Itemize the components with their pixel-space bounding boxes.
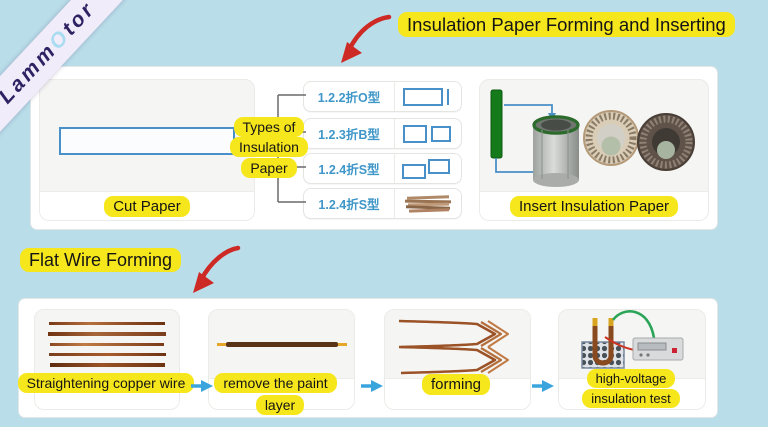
type-row-fold-o: 1.2.2折O型 [303, 81, 462, 112]
insert-insulation-paper-image [480, 80, 708, 191]
flow-arrow-3-icon [532, 380, 554, 392]
flow-arrow-2-icon [361, 380, 383, 392]
flow-arrow-1-icon [191, 380, 213, 392]
copper-wire-shape [49, 362, 165, 367]
red-test-lead-shape [604, 336, 635, 351]
step1-caption: Straightening copper wire [11, 373, 201, 395]
fold-s-type-icon [395, 154, 461, 183]
folded-paper-stack-image [395, 189, 461, 218]
green-test-lead-shape [611, 310, 656, 339]
paper-sheet-shape [59, 126, 235, 155]
bare-tip-shape [337, 342, 347, 346]
type-row-paper-stack: 1.2.4折S型 [303, 188, 462, 219]
type-row-label: 1.2.4折S型 [304, 189, 395, 218]
copper-wire-shape [48, 352, 166, 356]
cut-paper-caption-strip: Cut Paper [40, 191, 254, 220]
type-row-fold-b: 1.2.3折B型 [303, 118, 462, 149]
copper-wire-shape [49, 321, 165, 325]
step4-caption: high-voltage insulation test [566, 369, 696, 409]
insert-caption-strip: Insert Insulation Paper [480, 191, 708, 220]
straightened-wires-image [35, 310, 179, 378]
insert-caption: Insert Insulation Paper [509, 195, 679, 217]
type-row-label: 1.2.4折S型 [304, 154, 395, 183]
fold-b-type-icon [395, 119, 461, 148]
insulation-strip-shape [490, 89, 503, 159]
red-arrow-section2-icon [193, 245, 241, 293]
straightening-card [34, 309, 180, 410]
stripped-wire-shape [216, 341, 347, 347]
test-setup-image [559, 310, 705, 378]
formed-hairpins-image [385, 310, 530, 378]
fold-o-type-icon [395, 82, 461, 111]
red-arrow-top-icon [341, 14, 392, 63]
cut-paper-card: Cut Paper [39, 79, 255, 221]
step2-caption: remove the paint layer [205, 373, 355, 416]
cut-paper-image [40, 80, 254, 191]
page-title: Insulation Paper Forming and Inserting [398, 12, 735, 37]
bare-tip-shape [216, 342, 226, 346]
flat-wire-process-panel: Straightening copper wire remove the pai… [17, 298, 718, 418]
copper-wire-shape [50, 342, 164, 346]
step3-caption: forming [386, 373, 526, 396]
types-of-insulation-paper-label: Types of Insulation Paper [229, 117, 309, 178]
painted-wire-shape [225, 341, 338, 347]
cut-paper-caption: Cut Paper [104, 195, 190, 217]
stripped-wire-image [209, 310, 354, 378]
type-row-label: 1.2.2折O型 [304, 82, 395, 111]
type-row-fold-s: 1.2.4折S型 [303, 153, 462, 184]
insulation-paper-panel: Cut Paper Types of Insulation Paper 1.2.… [30, 66, 718, 230]
copper-wire-shape [48, 331, 166, 336]
flat-wire-forming-title: Flat Wire Forming [20, 248, 182, 272]
insert-insulation-paper-card: Insert Insulation Paper [479, 79, 709, 221]
type-row-label: 1.2.3折B型 [304, 119, 395, 148]
hairpin-under-test-shape [592, 326, 614, 366]
